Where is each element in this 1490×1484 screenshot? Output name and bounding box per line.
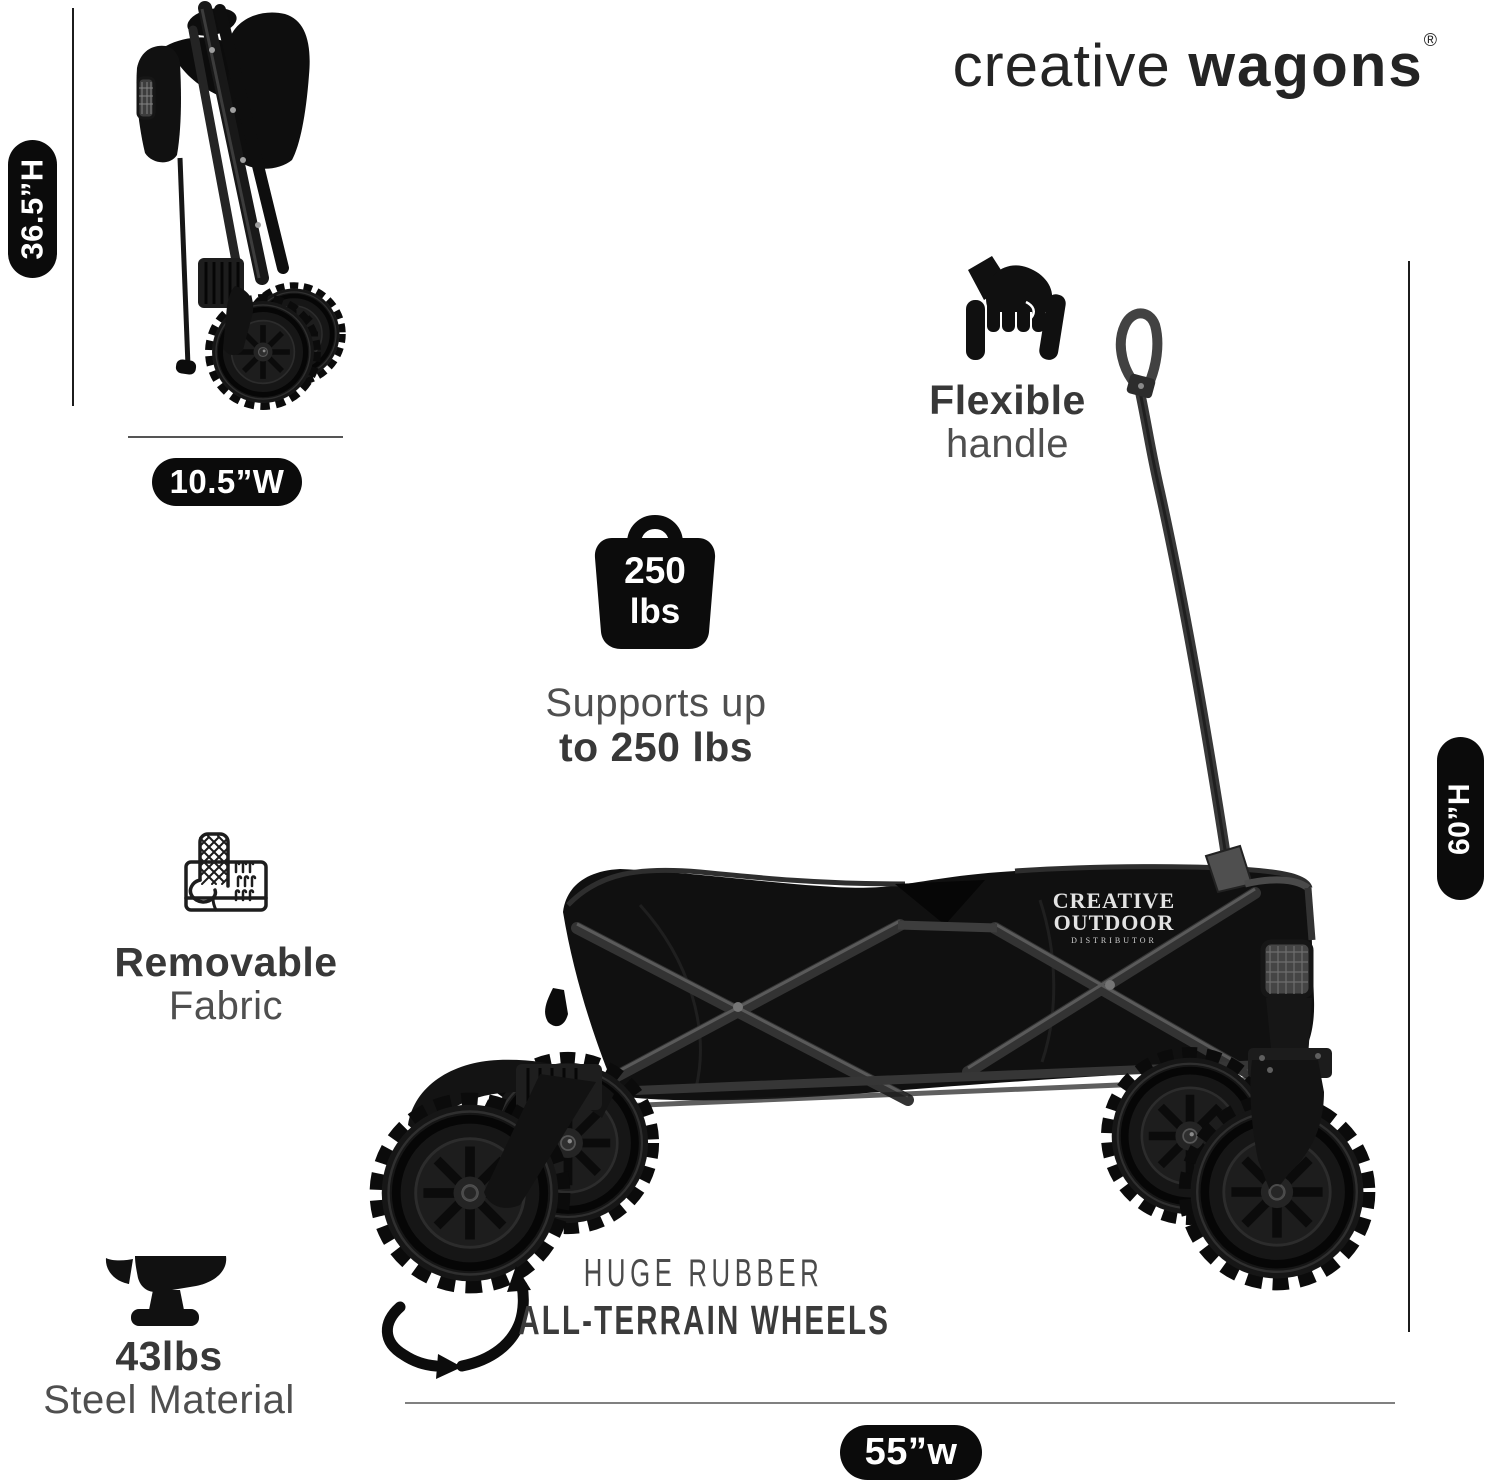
registered-mark: ® [1423, 30, 1438, 50]
wagon-photo: CREATIVE OUTDOOR DISTRIBUTOR [376, 308, 1369, 1287]
removable-fabric-icon [184, 832, 268, 912]
folded-height-line [72, 8, 74, 406]
capacity-icon [594, 515, 716, 649]
steel-label: 43lbs Steel Material [38, 1334, 300, 1422]
wagon-brand-patch: CREATIVE OUTDOOR DISTRIBUTOR [1053, 888, 1176, 945]
flexible-handle-icon [966, 256, 1066, 360]
capacity-badge-lbs: lbs [629, 592, 681, 631]
fabric-title: Removable [114, 939, 338, 985]
wheels-label: HUGE RUBBER ALL-TERRAIN WHEELS [424, 1250, 984, 1343]
folded-width-line [128, 436, 343, 438]
folded-height-pill: 36.5”H [8, 140, 57, 278]
capacity-line1: Supports up [545, 681, 767, 725]
flexible-handle-label: Flexible handle [890, 378, 1125, 466]
wheels-line2: ALL-TERRAIN WHEELS [518, 1297, 890, 1343]
removable-fabric-label: Removable Fabric [96, 940, 356, 1028]
folded-width-pill: 10.5”W [152, 458, 302, 506]
swivel-rotation-icon [381, 1266, 531, 1379]
wagon-height-line [1408, 261, 1410, 1332]
patch-line2: OUTDOOR [1054, 910, 1175, 935]
capacity-badge-text: 250 lbs [592, 550, 718, 632]
capacity-line2: to 250 lbs [558, 724, 754, 770]
steel-anvil-icon [105, 1256, 227, 1326]
handle-subtitle: handle [945, 422, 1070, 466]
patch-line1: CREATIVE [1053, 888, 1176, 913]
patch-line3: DISTRIBUTOR [1071, 936, 1157, 945]
width-pill: 55”w [840, 1425, 982, 1480]
height-pill: 60”H [1437, 737, 1484, 900]
wagon-width-line [405, 1402, 1395, 1404]
flexible-title: Flexible [929, 377, 1086, 423]
steel-title: 43lbs [115, 1333, 223, 1379]
folded-width-value: 10.5”W [169, 463, 285, 500]
brand-logo-light: creative [952, 32, 1171, 99]
folded-wagon-photo [136, 1, 342, 406]
brand-logo: creative wagons® [953, 30, 1438, 100]
brand-logo-bold: wagons [1188, 32, 1424, 99]
steel-subtitle: Steel Material [43, 1378, 295, 1422]
width-value: 55”w [864, 1431, 958, 1473]
wheels-line1: HUGE RUBBER [584, 1252, 824, 1295]
capacity-label: Supports up to 250 lbs [500, 681, 812, 769]
capacity-badge-250: 250 [624, 550, 686, 591]
fabric-subtitle: Fabric [168, 984, 284, 1028]
